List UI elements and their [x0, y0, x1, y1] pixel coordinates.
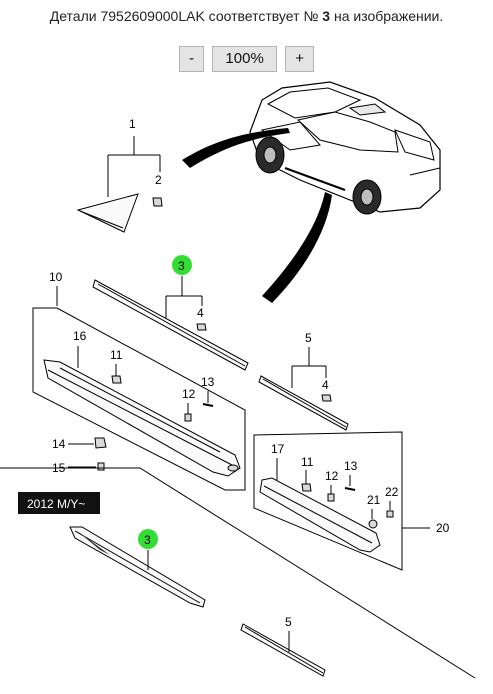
- car-illustration: [182, 81, 441, 303]
- callout-12-right[interactable]: 12: [325, 469, 339, 483]
- zoom-level[interactable]: 100%: [212, 46, 277, 72]
- highlight-marker-3-lower[interactable]: [138, 529, 158, 549]
- model-year-section: 2012 M/Y~ 3 5: [0, 467, 476, 679]
- callout-1[interactable]: 1: [129, 117, 136, 131]
- callout-17[interactable]: 17: [271, 442, 285, 456]
- callout-13-left[interactable]: 13: [201, 375, 215, 389]
- callout-14[interactable]: 14: [52, 437, 66, 451]
- caption-part-number: 3: [322, 8, 331, 24]
- part-group-3-upper: 3 4: [92, 255, 249, 371]
- callout-4-mid[interactable]: 4: [322, 378, 329, 392]
- caption-text-end: на изображении.: [333, 8, 444, 24]
- model-year-badge: 2012 M/Y~: [27, 497, 85, 511]
- zoom-in-button[interactable]: +: [285, 46, 315, 72]
- part-group-1: 1 2: [76, 117, 163, 233]
- part-group-20: 17 11 12 13 21 22 20: [253, 431, 450, 571]
- model-year-badge-bg: [18, 492, 100, 514]
- callout-11-right[interactable]: 11: [301, 455, 314, 469]
- callout-10[interactable]: 10: [49, 270, 63, 284]
- part-group-10: 10 16 11 12 13: [32, 270, 246, 491]
- callout-16[interactable]: 16: [73, 329, 87, 343]
- callout-11-left[interactable]: 11: [110, 348, 123, 362]
- callout-12-left[interactable]: 12: [182, 387, 196, 401]
- part-caption: Детали 7952609000LAK соответствует № 3 н…: [0, 8, 493, 24]
- highlight-marker-3[interactable]: [172, 255, 192, 275]
- caption-text: Детали 7952609000LAK соответствует №: [49, 8, 319, 24]
- zoom-controls: - 100% +: [0, 46, 493, 72]
- part-group-14-15: 14 15: [52, 437, 107, 475]
- callout-3-top[interactable]: 3: [178, 259, 185, 273]
- callout-5-bottom[interactable]: 5: [285, 615, 292, 629]
- callout-2[interactable]: 2: [155, 173, 162, 187]
- callout-5-top[interactable]: 5: [305, 331, 312, 345]
- callout-20[interactable]: 20: [436, 521, 450, 535]
- callout-22[interactable]: 22: [385, 485, 399, 499]
- part-group-5-upper: 5 4: [258, 331, 349, 431]
- callout-3-bottom[interactable]: 3: [144, 533, 151, 547]
- callout-13-right[interactable]: 13: [344, 459, 358, 473]
- callout-4-top[interactable]: 4: [197, 306, 204, 320]
- zoom-out-button[interactable]: -: [178, 46, 204, 72]
- callout-21[interactable]: 21: [367, 493, 381, 507]
